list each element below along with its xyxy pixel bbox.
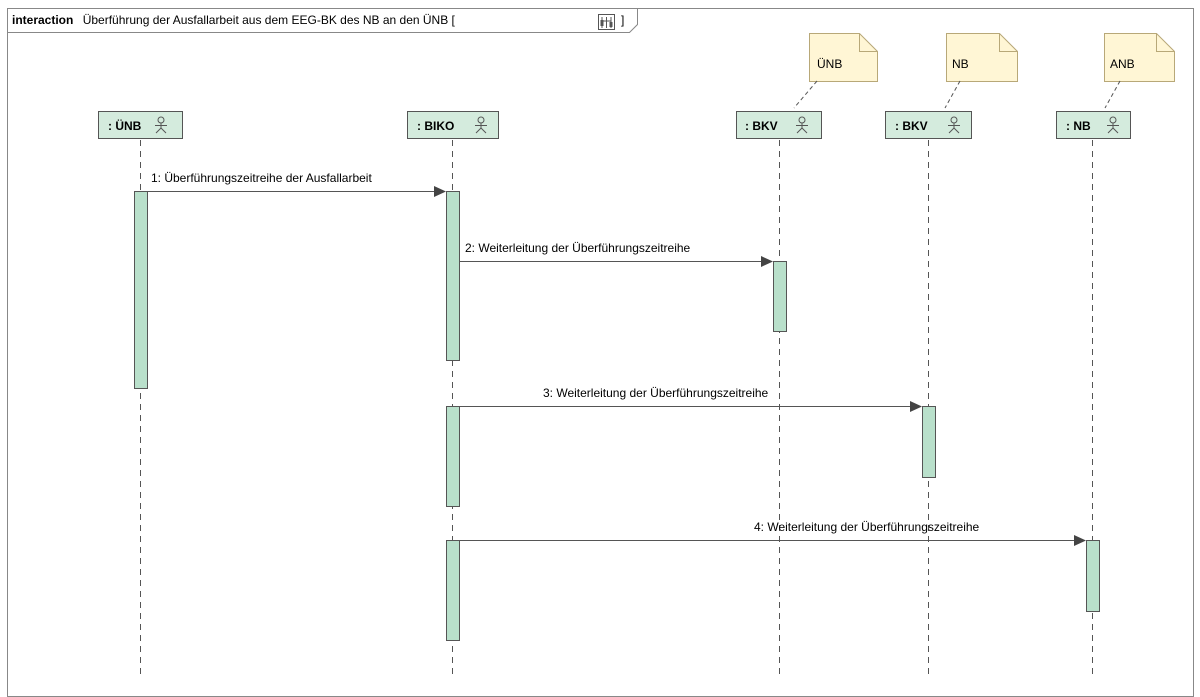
lifeline-label: : BKV — [745, 119, 778, 133]
lifeline-label: : ÜNB — [108, 118, 142, 133]
activation-bar — [1086, 540, 1100, 612]
message-4: 4: Weiterleitung der Überführungszeitrei… — [459, 520, 1086, 546]
activation-bar — [446, 191, 460, 361]
note-anchor — [793, 80, 818, 109]
note-nb: NB — [946, 33, 1018, 82]
lifeline-label: : NB — [1066, 119, 1091, 133]
note-text: NB — [952, 57, 969, 71]
message-label: 2: Weiterleitung der Überführungszeitrei… — [465, 241, 691, 255]
frame-keyword: interaction — [12, 13, 73, 27]
message-3: 3: Weiterleitung der Überführungszeitrei… — [459, 386, 922, 412]
note-anchor — [944, 80, 961, 109]
frame-title-tab — [7, 8, 638, 33]
activation-bar — [134, 191, 148, 389]
message-1: 1: Überführungszeitreihe der Ausfallarbe… — [147, 171, 446, 197]
note-text: ANB — [1110, 57, 1135, 71]
interaction-frame — [7, 8, 1194, 697]
actor-icon — [155, 116, 167, 134]
sequence-diagram-icon — [598, 14, 615, 30]
actor-icon — [1107, 116, 1119, 134]
frame-title: Überführung der Ausfallarbeit aus dem EE… — [83, 13, 456, 27]
note-text: ÜNB — [817, 57, 842, 71]
lifeline-nb: : NB — [1056, 111, 1131, 139]
message-label: 1: Überführungszeitreihe der Ausfallarbe… — [151, 171, 372, 185]
lifeline-uenb: : ÜNB — [98, 111, 183, 139]
message-label: 4: Weiterleitung der Überführungszeitrei… — [754, 520, 980, 534]
actor-icon — [475, 116, 487, 134]
actor-icon — [948, 116, 960, 134]
actor-icon — [796, 116, 808, 134]
message-2: 2: Weiterleitung der Überführungszeitrei… — [459, 241, 773, 267]
activation-bar — [446, 406, 460, 507]
message-label: 3: Weiterleitung der Überführungszeitrei… — [543, 386, 769, 400]
lifeline-biko: : BIKO — [407, 111, 499, 139]
lifeline-label: : BKV — [895, 119, 928, 133]
note-uenb: ÜNB — [809, 33, 878, 82]
lifeline-bkv-nb: : BKV — [885, 111, 972, 139]
activation-bar — [773, 261, 787, 332]
activation-bar — [922, 406, 936, 478]
lifeline-label: : BIKO — [417, 119, 454, 133]
frame-title-close: ] — [621, 13, 624, 27]
activation-bar — [446, 540, 460, 641]
lifeline-bkv-uenb: : BKV — [736, 111, 822, 139]
svg-text:interaction Überführung de: interaction Überführung der Ausfallarbei… — [12, 13, 456, 27]
note-anchor — [1104, 80, 1121, 109]
note-anb: ANB — [1104, 33, 1175, 82]
